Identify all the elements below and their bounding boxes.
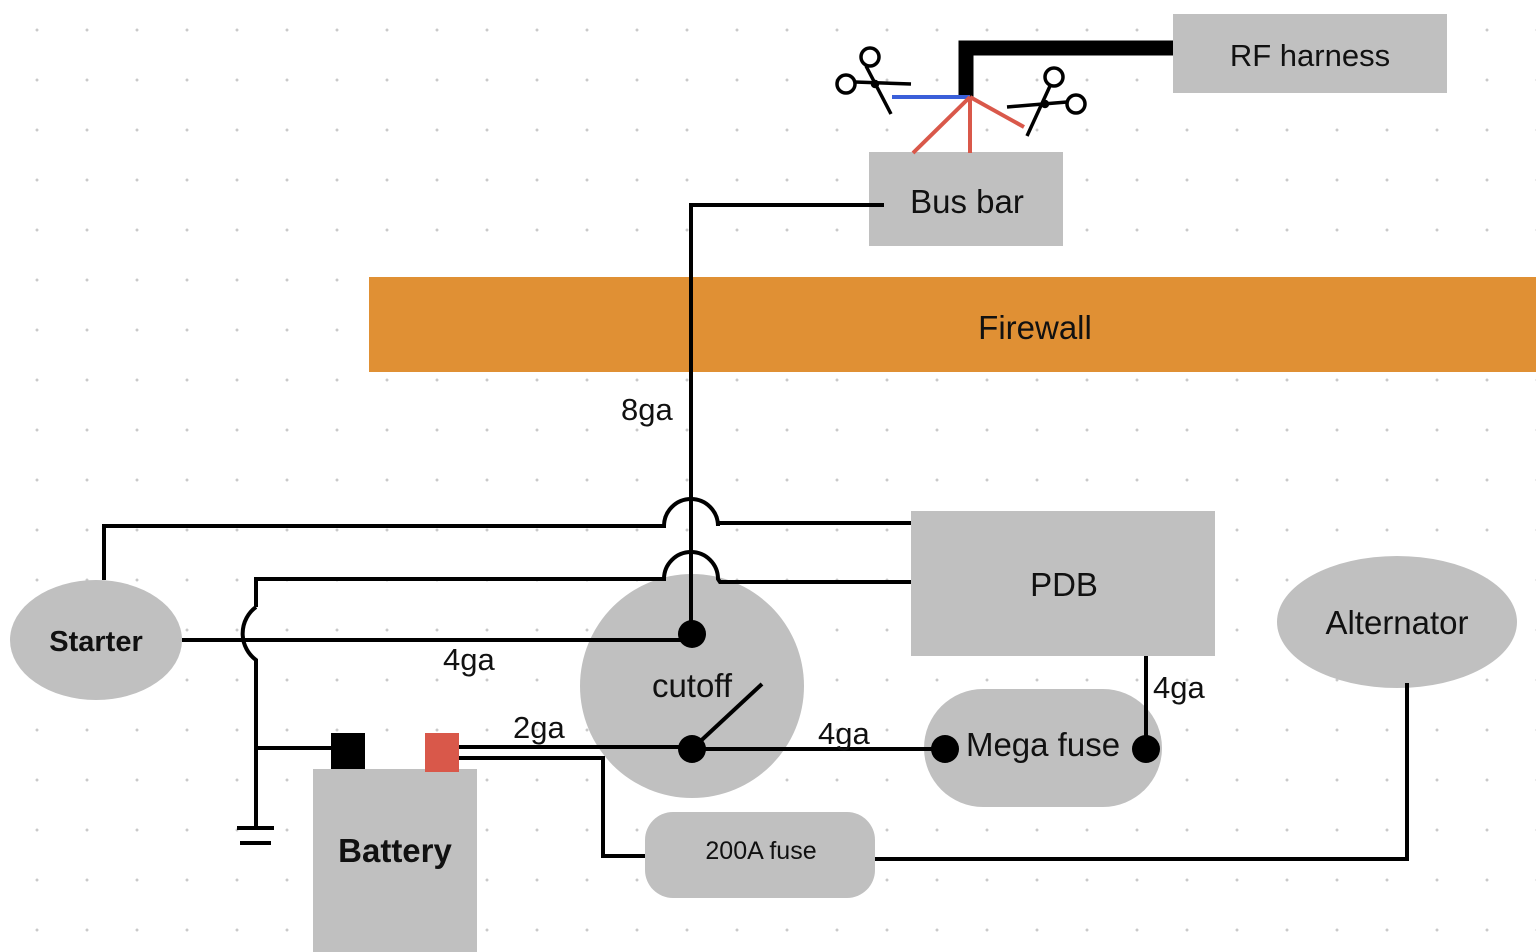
mega-fuse-shape [924,689,1162,807]
fuse-200a-label: 200A fuse [705,837,816,865]
fuse-200a-shape [645,812,875,898]
pdb-label: PDB [1030,566,1098,603]
cutoff-label: cutoff [652,667,733,704]
ground-wire [240,605,258,826]
battery-box [313,769,477,952]
ground-to-pdb-wire [254,550,911,607]
cutoff-switch-lever [690,682,764,751]
battery-label: Battery [338,832,452,869]
scissors-icon [1006,66,1087,137]
starter-to-pdb-wire [102,497,911,580]
cutoff-to-mega-fuse-gauge-label: 4ga [818,716,870,751]
firewall-label: Firewall [978,309,1092,346]
mega-fuse-label: Mega fuse [966,726,1120,763]
cut-wire-red-right [969,95,1025,129]
battery-negative-terminal [331,733,365,769]
mega-fuse-left-terminal [931,735,959,763]
firewall-band [369,277,1536,372]
mega-fuse-right-terminal [1132,735,1160,763]
bus-bar-box [869,152,1063,246]
rf-harness-box [1173,14,1447,93]
battery-to-cutoff-gauge-label: 2ga [513,710,565,745]
cutoff-bottom-terminal [678,735,706,763]
cutoff-shape [580,574,804,798]
alternator-shape [1277,556,1517,688]
pdb-to-mega-fuse-gauge-label: 4ga [1153,670,1205,705]
pdb-box [911,511,1215,656]
ground-symbol-icon [237,826,274,845]
scissors-icon [835,46,912,115]
starter-shape [10,580,182,700]
starter-label: Starter [49,626,143,658]
rf-harness-wire [958,40,1173,97]
bus-bar-label: Bus bar [910,183,1024,220]
alternator-label: Alternator [1325,604,1468,641]
bus-feed-gauge-label: 8ga [621,392,673,427]
fuse-to-alternator-wire [875,683,1409,861]
starter-feed-gauge-label: 4ga [443,642,495,677]
battery-to-fuse-wire [459,756,645,858]
cutoff-top-terminal [678,620,706,648]
battery-positive-terminal [425,733,459,772]
cut-wire-red-left [911,95,972,155]
rf-harness-label: RF harness [1230,38,1390,73]
bus-feed-wire [689,203,884,634]
